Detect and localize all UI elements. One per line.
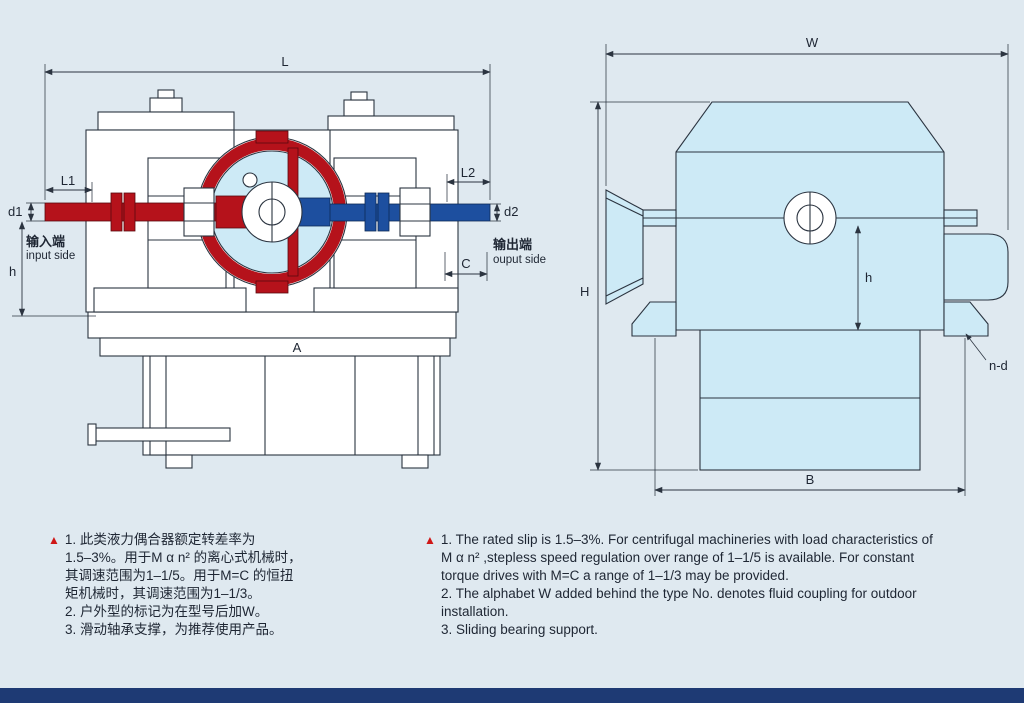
dim-label-W: W (806, 35, 819, 50)
scoop-tube-housing (605, 189, 644, 305)
dim-label-C: C (461, 256, 470, 271)
side-view-dimensions: L L1 L2 d1 d2 h C (8, 54, 546, 355)
left-foot (165, 454, 193, 469)
dim-label-H: H (580, 284, 589, 299)
dim-label-A: A (293, 340, 302, 355)
notes-chinese: ▲ 1. 此类液力偶合器额定转差率为 1.5–3%。用于M α n² 的离心式机… (48, 531, 378, 639)
note-en-line-1: ▲ 1. The rated slip is 1.5–3%. For centr… (424, 531, 1020, 549)
side-section-view: L L1 L2 d1 d2 h C (8, 54, 546, 469)
bearing-ball-detail (242, 172, 258, 188)
label-output-side-en: ouput side (493, 254, 546, 266)
output-bearing (399, 187, 431, 237)
note-en-line-3: torque drives with M=C a range of 1–1/3 … (441, 568, 789, 583)
dim-label-L2: L2 (461, 165, 475, 180)
triangle-marker-en: ▲ (424, 533, 436, 547)
label-input-side-cn: 输入端 (26, 234, 65, 249)
triangle-marker-cn: ▲ (48, 533, 60, 547)
dim-label-n-d: n-d (989, 358, 1008, 373)
note-en-line-2: M α n² ,stepless speed regulation over r… (441, 550, 915, 565)
right-mounting-foot (943, 301, 989, 337)
note-cn-line-1: ▲ 1. 此类液力偶合器额定转差率为 (48, 531, 378, 549)
end-view: W H h B n-d (580, 35, 1009, 496)
note-en-line-4: 2. The alphabet W added behind the type … (441, 586, 917, 601)
left-mounting-foot (631, 301, 677, 337)
end-view-dimensions: W H h B n-d (580, 35, 1009, 496)
notes-english: ▲ 1. The rated slip is 1.5–3%. For centr… (424, 531, 1020, 639)
input-shaft (44, 187, 275, 237)
label-input-side-en: input side (26, 250, 75, 262)
dim-label-d1: d1 (8, 204, 22, 219)
note-cn-line-4: 矩机械时，其调速范围为1–1/3。 (65, 586, 261, 601)
dim-label-h-side: h (9, 264, 16, 279)
bedplate (87, 311, 457, 339)
drain-pipe (95, 427, 231, 442)
dim-label-L1: L1 (61, 173, 75, 188)
note-en-line-6: 3. Sliding bearing support. (441, 622, 598, 637)
dim-label-h-end: h (865, 270, 872, 285)
dim-label-L: L (281, 54, 288, 69)
footer-bar (0, 688, 1024, 703)
note-cn-line-5: 2. 户外型的标记为在型号后加W。 (65, 604, 269, 619)
oil-sump (699, 329, 921, 471)
note-en-text-1: 1. The rated slip is 1.5–3%. For centrif… (440, 532, 933, 547)
note-cn-line-2: 1.5–3%。用于M α n² 的离心式机械时， (65, 550, 302, 565)
coupling-center (241, 172, 303, 243)
note-en-line-5: installation. (441, 604, 509, 619)
note-cn-line-3: 其调速范围为1–1/5。用于M=C 的恒扭 (65, 568, 294, 583)
left-breather-cap (149, 97, 183, 113)
right-foot (401, 454, 429, 469)
technical-drawing: L L1 L2 d1 d2 h C (8, 35, 1009, 496)
note-cn-text-1: 1. 此类液力偶合器额定转差率为 (64, 532, 256, 547)
label-output-side-cn: 输出端 (493, 237, 532, 252)
end-cover (943, 233, 1009, 301)
dim-label-d2: d2 (504, 204, 518, 219)
right-breather-cap (343, 99, 375, 117)
input-bearing (183, 187, 215, 237)
base-foundation (87, 311, 457, 469)
notes-section: ▲ 1. 此类液力偶合器额定转差率为 1.5–3%。用于M α n² 的离心式机… (0, 531, 1024, 639)
note-cn-line-6: 3. 滑动轴承支撑，为推荐使用产品。 (65, 622, 283, 637)
end-view-body (605, 101, 1009, 471)
dim-label-B: B (806, 472, 815, 487)
